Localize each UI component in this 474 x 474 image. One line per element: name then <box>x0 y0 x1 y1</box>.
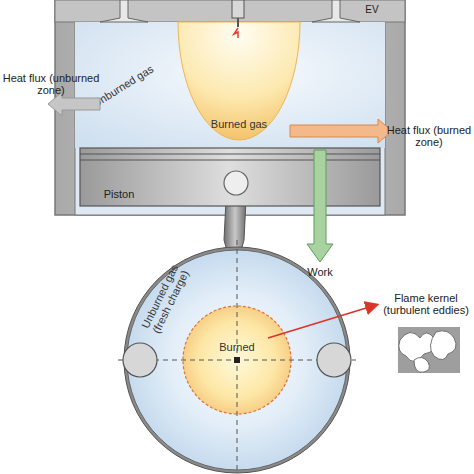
piston-ring <box>80 154 380 155</box>
node-shape: Burned <box>182 305 292 415</box>
spark-plug <box>232 0 244 18</box>
node-shape: Burned gas <box>178 22 300 140</box>
spark-electrode <box>237 18 239 27</box>
work-arrow <box>307 150 333 262</box>
centerline <box>118 360 356 361</box>
annotation-label: EV <box>360 4 384 16</box>
spark-plug-mark <box>234 357 240 363</box>
valve-seat <box>317 343 351 377</box>
flame-front <box>183 306 291 414</box>
leader-arrow <box>268 305 376 338</box>
gas-region <box>127 250 347 470</box>
spark <box>234 28 238 38</box>
cylinder-bore <box>75 22 385 215</box>
gas-region <box>75 22 385 148</box>
centerline <box>237 240 238 474</box>
annotation-label: Heat flux (burned zone) <box>384 124 474 148</box>
cylinder-wall <box>124 247 350 473</box>
heat-flux-arrow <box>290 119 392 143</box>
flame-zone <box>178 22 300 140</box>
annotation-label: Work <box>300 266 340 278</box>
node-label: Piston <box>94 188 144 200</box>
node-shape: Piston <box>80 148 380 206</box>
exhaust-valve <box>312 0 360 22</box>
cylinder-block <box>55 0 405 215</box>
annotation-label: Flame kernel (turbulent eddies) <box>378 292 474 316</box>
cylinder-head <box>55 0 405 22</box>
node-shape: Unburned gasBurned gas <box>75 22 385 148</box>
node-label: Burned <box>202 341 272 353</box>
valve-seat <box>123 343 157 377</box>
node-shape: Unburned gas (fresh charge)Burned <box>126 249 348 471</box>
eddies-inset <box>398 327 460 373</box>
node-outline <box>182 305 292 415</box>
piston-pin <box>224 171 248 195</box>
intake-valve <box>100 0 148 22</box>
piston-ring <box>80 160 380 161</box>
annotation-label: Heat flux (unburned zone) <box>2 72 100 96</box>
piston-body <box>80 148 380 206</box>
node-label: Burned gas <box>194 118 284 130</box>
